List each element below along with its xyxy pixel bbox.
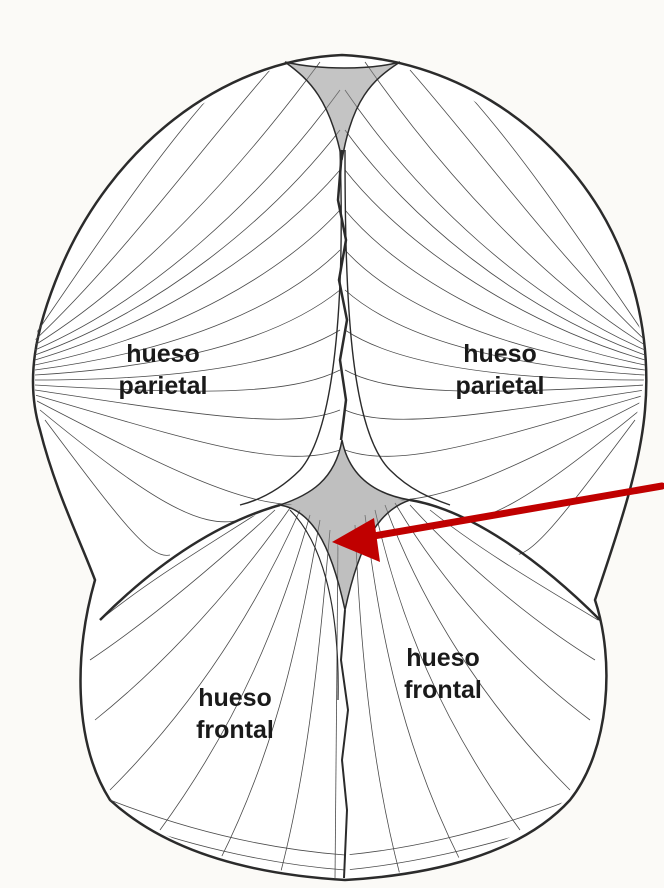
label-line: parietal	[430, 370, 570, 402]
label-line: hueso	[378, 642, 508, 674]
label-line: frontal	[170, 714, 300, 746]
label-line: hueso	[170, 682, 300, 714]
label-frontal-right: hueso frontal	[378, 642, 508, 706]
label-line: hueso	[93, 338, 233, 370]
label-frontal-left: hueso frontal	[170, 682, 300, 746]
label-parietal-left: hueso parietal	[93, 338, 233, 402]
label-line: parietal	[93, 370, 233, 402]
label-parietal-right: hueso parietal	[430, 338, 570, 402]
label-line: hueso	[430, 338, 570, 370]
label-line: frontal	[378, 674, 508, 706]
